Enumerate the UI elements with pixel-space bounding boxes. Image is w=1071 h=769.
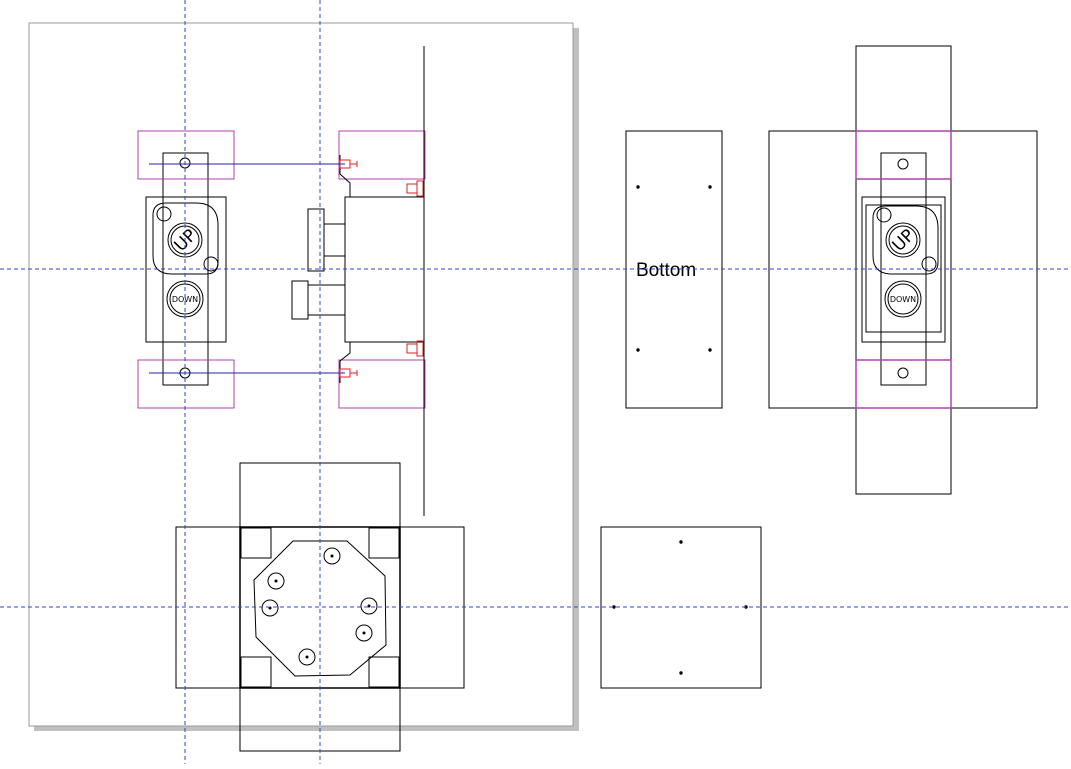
- right-down-button-label: DOWN: [890, 295, 916, 304]
- right-bottom-selection-box[interactable]: [855, 359, 952, 409]
- side-view-upper-stem: [323, 223, 346, 257]
- side-bottom-screw-icon: [339, 368, 358, 378]
- right-view-top-screw-hole: [897, 158, 909, 170]
- bottom-view-label: Bottom: [636, 260, 696, 281]
- front-bottom-selection-box[interactable]: [137, 359, 235, 409]
- side-bottom-right-screw-icon: [406, 340, 424, 357]
- bottom-view-dot: [636, 185, 640, 189]
- right-view-vertical-plate[interactable]: [855, 45, 952, 495]
- right-down-button-icon[interactable]: DOWN: [884, 280, 922, 318]
- square-plate-view[interactable]: [600, 526, 762, 689]
- side-top-right-screw-icon: [406, 180, 424, 197]
- right-front-view[interactable]: UP DOWN: [768, 45, 1038, 495]
- right-view-bottom-screw-hole: [897, 367, 909, 379]
- side-top-selection-box[interactable]: [338, 130, 426, 180]
- square-plate[interactable]: [600, 526, 762, 689]
- right-up-button-icon[interactable]: UP: [885, 222, 921, 258]
- bottom-view-dot: [708, 185, 712, 189]
- top-view-octagon[interactable]: [253, 540, 387, 677]
- front-down-button-label: DOWN: [172, 295, 198, 304]
- top-view-corner-br: [368, 656, 400, 688]
- right-view-lower-corner-hole: [921, 256, 937, 272]
- top-view-corner-tl: [240, 527, 272, 559]
- side-view-lower-stem: [307, 284, 346, 316]
- bottom-view-dot: [636, 348, 640, 352]
- square-plate-dot: [612, 605, 616, 609]
- front-top-selection-box[interactable]: [137, 130, 235, 180]
- front-view-upper-corner-hole: [156, 206, 172, 222]
- right-view-up-button-housing: [872, 205, 939, 275]
- drawing-page[interactable]: [28, 22, 574, 727]
- top-view-holes: [261, 547, 378, 666]
- side-bottom-selection-box[interactable]: [338, 359, 426, 409]
- right-top-selection-box[interactable]: [855, 130, 952, 180]
- front-view-lower-corner-hole: [203, 256, 219, 272]
- top-view-corner-bl: [240, 656, 272, 688]
- square-plate-dot: [679, 671, 683, 675]
- right-view-upper-corner-hole: [876, 207, 892, 223]
- side-view-screws: [339, 159, 424, 378]
- top-view-corner-tr: [368, 527, 400, 559]
- side-top-screw-icon: [339, 159, 358, 169]
- bottom-view-dot: [708, 348, 712, 352]
- square-plate-dot: [679, 540, 683, 544]
